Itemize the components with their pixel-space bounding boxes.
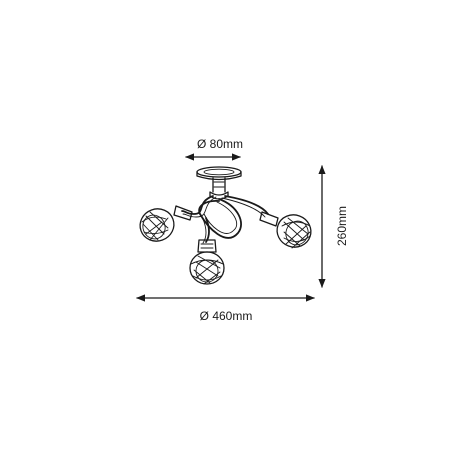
height-label: 260mm <box>335 206 349 246</box>
canopy-diameter-label: Ø 80mm <box>197 137 243 151</box>
canopy-dimension: Ø 80mm <box>185 137 243 161</box>
arms <box>181 195 269 244</box>
ceiling-lamp-illustration <box>139 166 312 285</box>
right-shade <box>259 211 312 249</box>
canopy <box>196 166 242 181</box>
height-dimension: 260mm <box>318 165 349 288</box>
overall-diameter-label: Ø 460mm <box>200 309 253 323</box>
left-shade <box>139 205 193 242</box>
bottom-shade <box>189 239 225 285</box>
overall-dimension: Ø 460mm <box>136 294 315 323</box>
